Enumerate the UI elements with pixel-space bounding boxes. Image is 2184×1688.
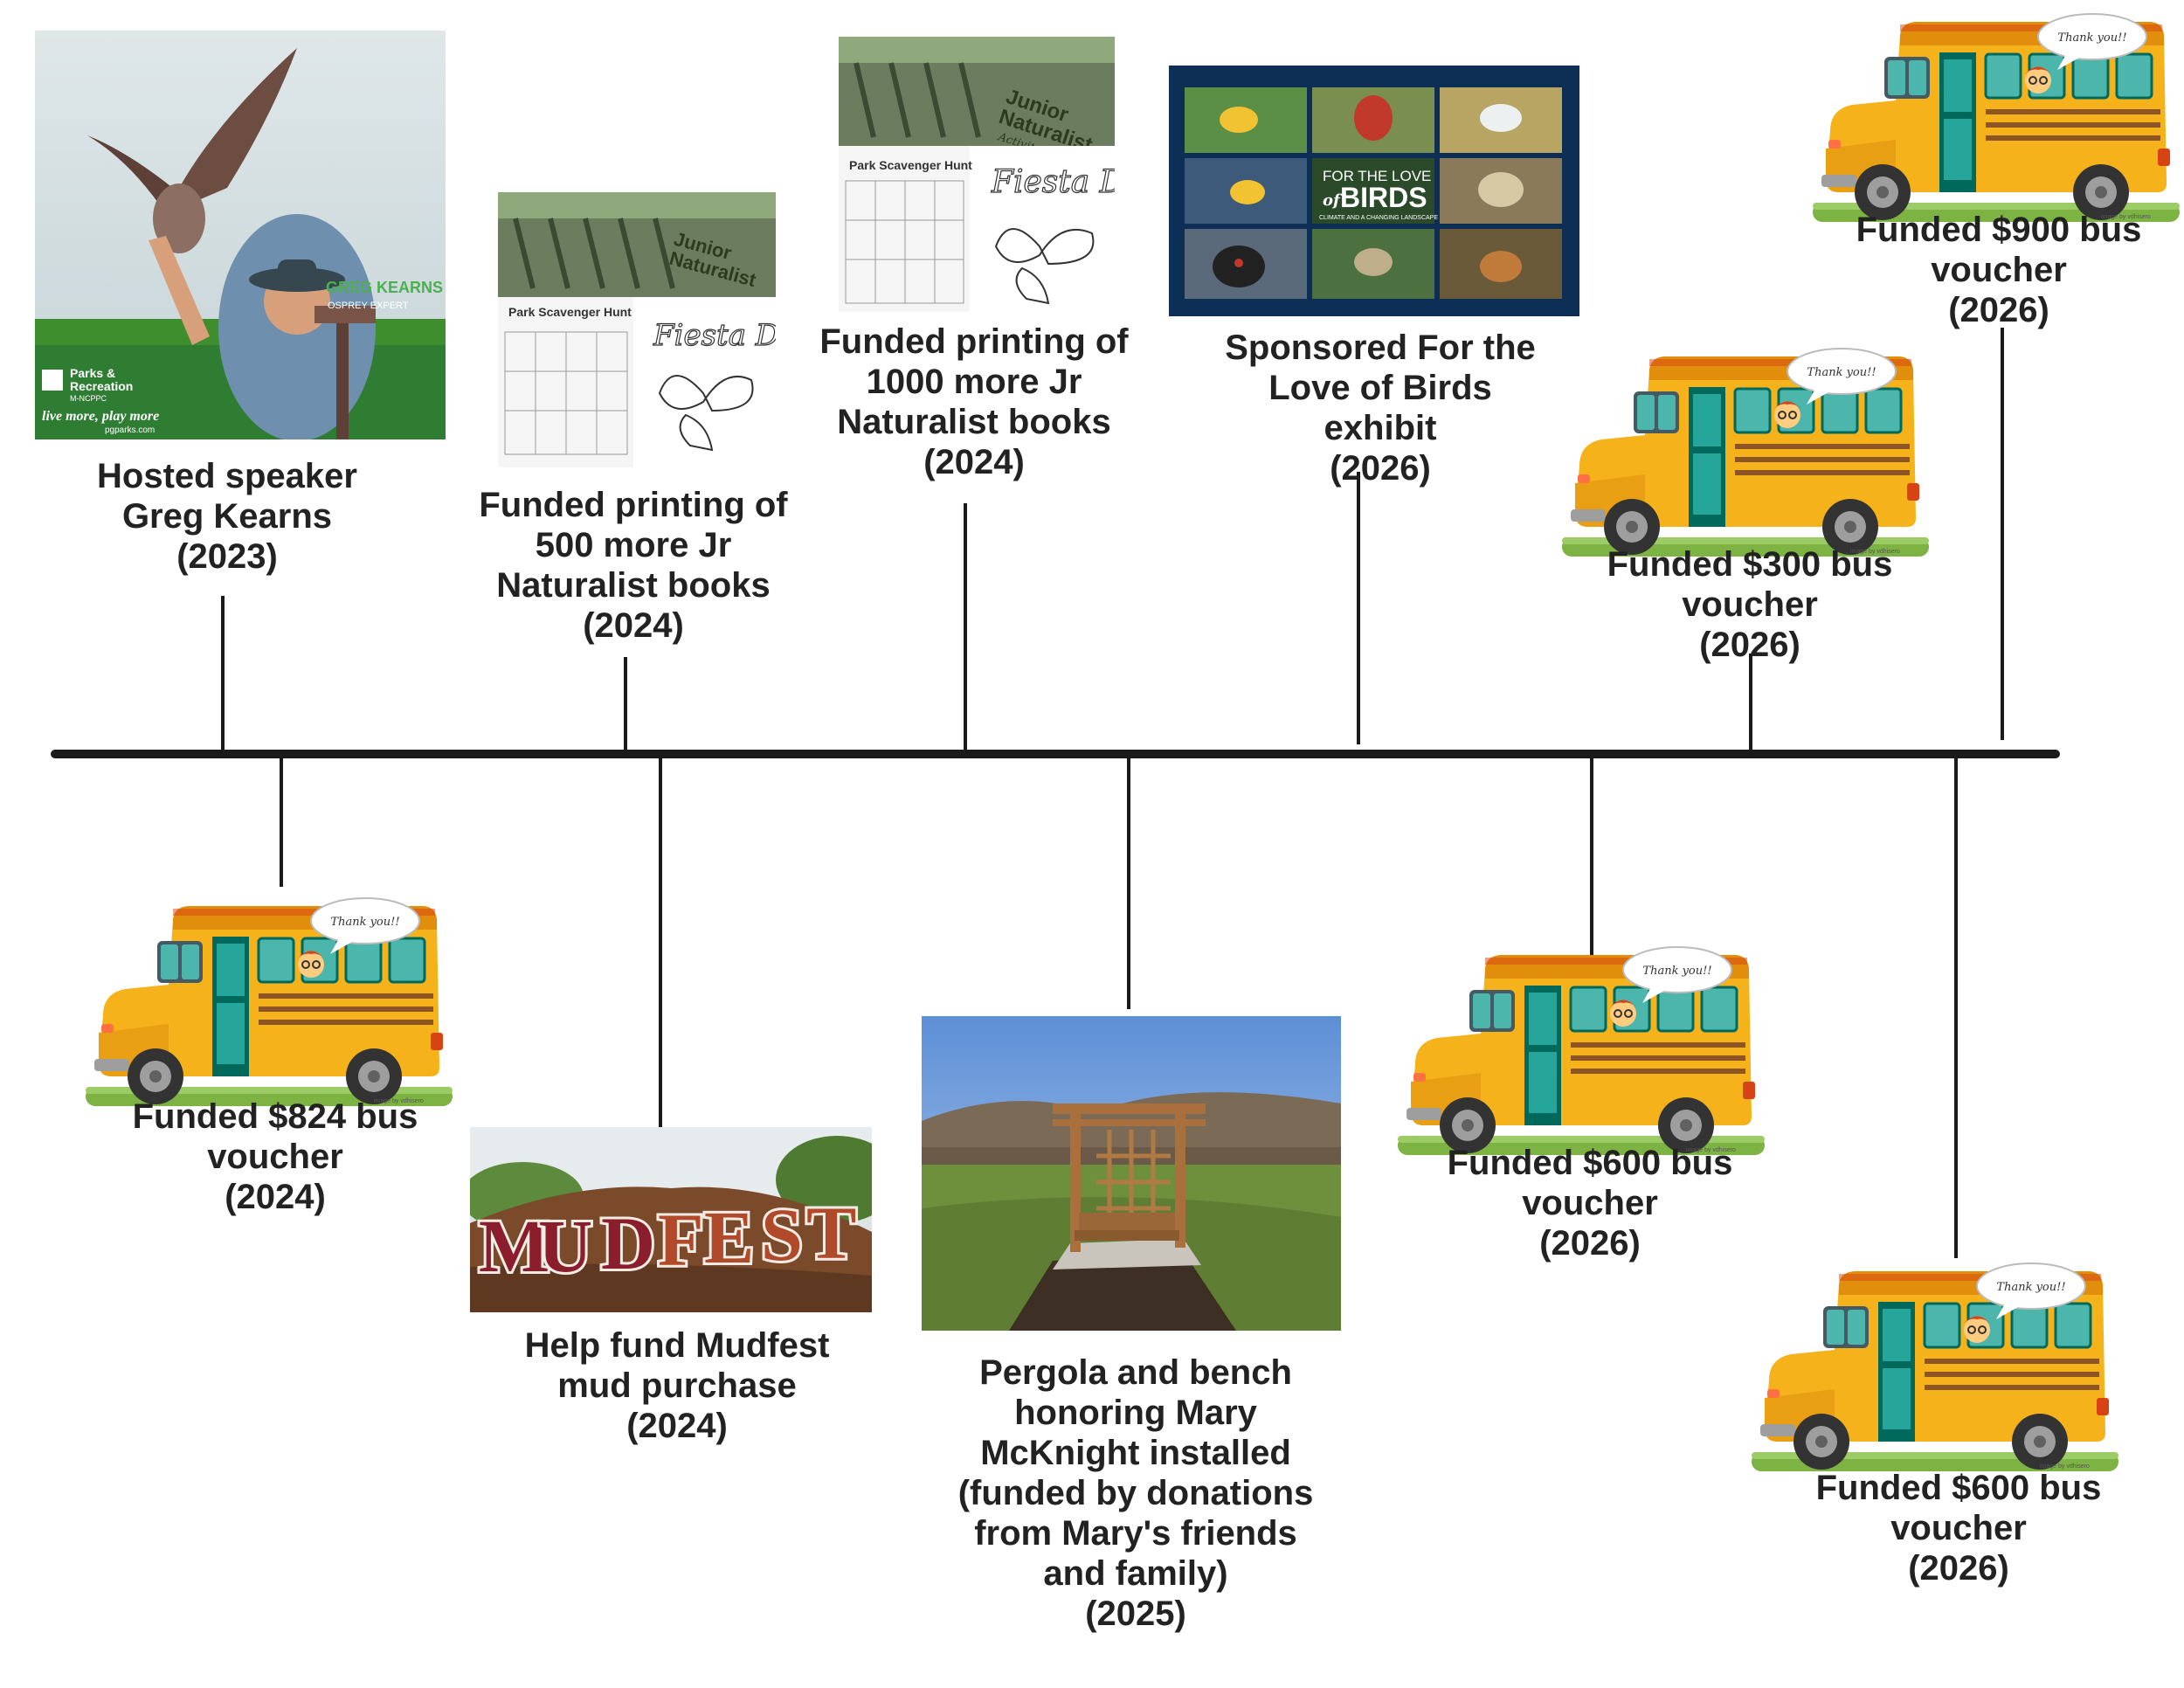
caption-greg-kearns: Hosted speaker Greg Kearns (2023) xyxy=(97,457,357,576)
greg-slogan-text: live more, play more xyxy=(42,409,159,424)
caption-birds: Sponsored For the Love of Birds exhibit … xyxy=(1225,329,1536,488)
greg-name-text: GREG KEARNS xyxy=(326,279,443,296)
book-page-title: Park Scavenger Hunt xyxy=(508,305,632,319)
mudfest-letter-u: U xyxy=(538,1204,592,1288)
pergola-photo xyxy=(922,1016,1341,1331)
timeline-tick xyxy=(221,596,225,753)
timeline-tick xyxy=(1590,754,1593,957)
bus-speech-text: Thank you!! xyxy=(1642,965,1711,978)
timeline-tick xyxy=(2001,328,2004,740)
bus-speech-text: Thank you!! xyxy=(1807,366,1876,379)
caption-pergola: Pergola and bench honoring Mary McKnight… xyxy=(957,1353,1314,1633)
greg-subtitle-text: OSPREY EXPERT xyxy=(328,301,409,311)
jr-naturalist-book-photo-1000: Junior Naturalist Activity Book Park Sca… xyxy=(839,37,1115,312)
caption-bus-600-b: Funded $600 bus voucher (2026) xyxy=(1815,1469,2102,1588)
timeline-tick xyxy=(1749,654,1752,750)
school-bus-image-600-b: Thank you!! image by vdhisero xyxy=(1750,1262,2120,1473)
caption-bus-600-a: Funded $600 bus voucher (2026) xyxy=(1447,1144,1733,1263)
greg-site-text: pgparks.com xyxy=(105,425,155,435)
mudfest-letter-f: F xyxy=(658,1198,704,1282)
caption-books-500: Funded printing of 500 more Jr Naturalis… xyxy=(479,486,788,645)
book-page-script: Fiesta Da xyxy=(991,164,1115,200)
mudfest-letter-d: D xyxy=(601,1201,655,1285)
book-page-title: Park Scavenger Hunt xyxy=(849,158,972,172)
bus-credit-text: image by vdhisero xyxy=(374,1098,424,1104)
bus-credit-text: image by vdhisero xyxy=(2040,1463,2090,1470)
bus-speech-text: Thank you!! xyxy=(2057,31,2126,45)
mudfest-letter-s: S xyxy=(761,1193,803,1276)
caption-mudfest: Help fund Mudfest mud purchase (2024) xyxy=(524,1326,830,1445)
book-page-script: Fiesta Da xyxy=(653,318,776,353)
birds-title-line3: BIRDS xyxy=(1340,182,1427,213)
timeline-axis xyxy=(51,750,2060,758)
timeline-tick xyxy=(280,754,283,887)
bus-speech-text: Thank you!! xyxy=(330,916,399,929)
timeline-tick xyxy=(1954,750,1958,1258)
mudfest-letter-e: E xyxy=(704,1195,754,1279)
caption-bus-900: Funded $900 bus voucher (2026) xyxy=(1856,211,2142,329)
caption-bus-300: Funded $300 bus voucher (2026) xyxy=(1607,545,1893,664)
timeline-tick xyxy=(1127,754,1130,1009)
mudfest-photo: M U D F E S T xyxy=(470,1127,872,1312)
timeline-tick xyxy=(624,657,627,753)
love-of-birds-poster: FOR THE LOVE of BIRDS CLIMATE AND A CHAN… xyxy=(1169,66,1579,316)
bus-credit-text: image by vdhisero xyxy=(1850,549,1900,555)
birds-tagline: CLIMATE AND A CHANGING LANDSCAPE xyxy=(1319,215,1438,221)
bus-speech-text: Thank you!! xyxy=(1996,1281,2065,1294)
school-bus-image-300: Thank you!! image by vdhisero xyxy=(1560,347,1931,558)
greg-kearns-poster: GREG KEARNS OSPREY EXPERT Parks & Recrea… xyxy=(35,31,446,439)
bus-credit-text: image by vdhisero xyxy=(1686,1147,1736,1153)
birds-title-line2: of xyxy=(1323,191,1343,210)
school-bus-image-900: Thank you!! image by vdhisero xyxy=(1811,12,2181,224)
greg-org-line3: M-NCPPC xyxy=(70,394,107,403)
bus-credit-text: image by vdhisero xyxy=(2101,214,2151,220)
greg-org-line2: Recreation xyxy=(70,379,133,393)
timeline-tick xyxy=(659,754,662,1128)
greg-org-line1: Parks & xyxy=(70,366,115,380)
timeline-tick xyxy=(964,503,967,753)
timeline-tick xyxy=(1357,472,1360,744)
mudfest-letter-m: M xyxy=(479,1204,549,1288)
caption-bus-824: Funded $824 bus voucher (2024) xyxy=(132,1097,418,1216)
school-bus-image-824: Thank you!! image by vdhisero xyxy=(84,896,454,1108)
jr-naturalist-book-photo-500: Junior Naturalist Park Scavenger Hunt Fi… xyxy=(498,192,776,467)
school-bus-image-600-a: Thank you!! image by vdhisero xyxy=(1396,945,1766,1157)
caption-books-1000: Funded printing of 1000 more Jr Naturali… xyxy=(819,322,1129,481)
mudfest-letter-t: T xyxy=(806,1191,856,1275)
birds-title-line1: FOR THE LOVE xyxy=(1323,168,1431,184)
